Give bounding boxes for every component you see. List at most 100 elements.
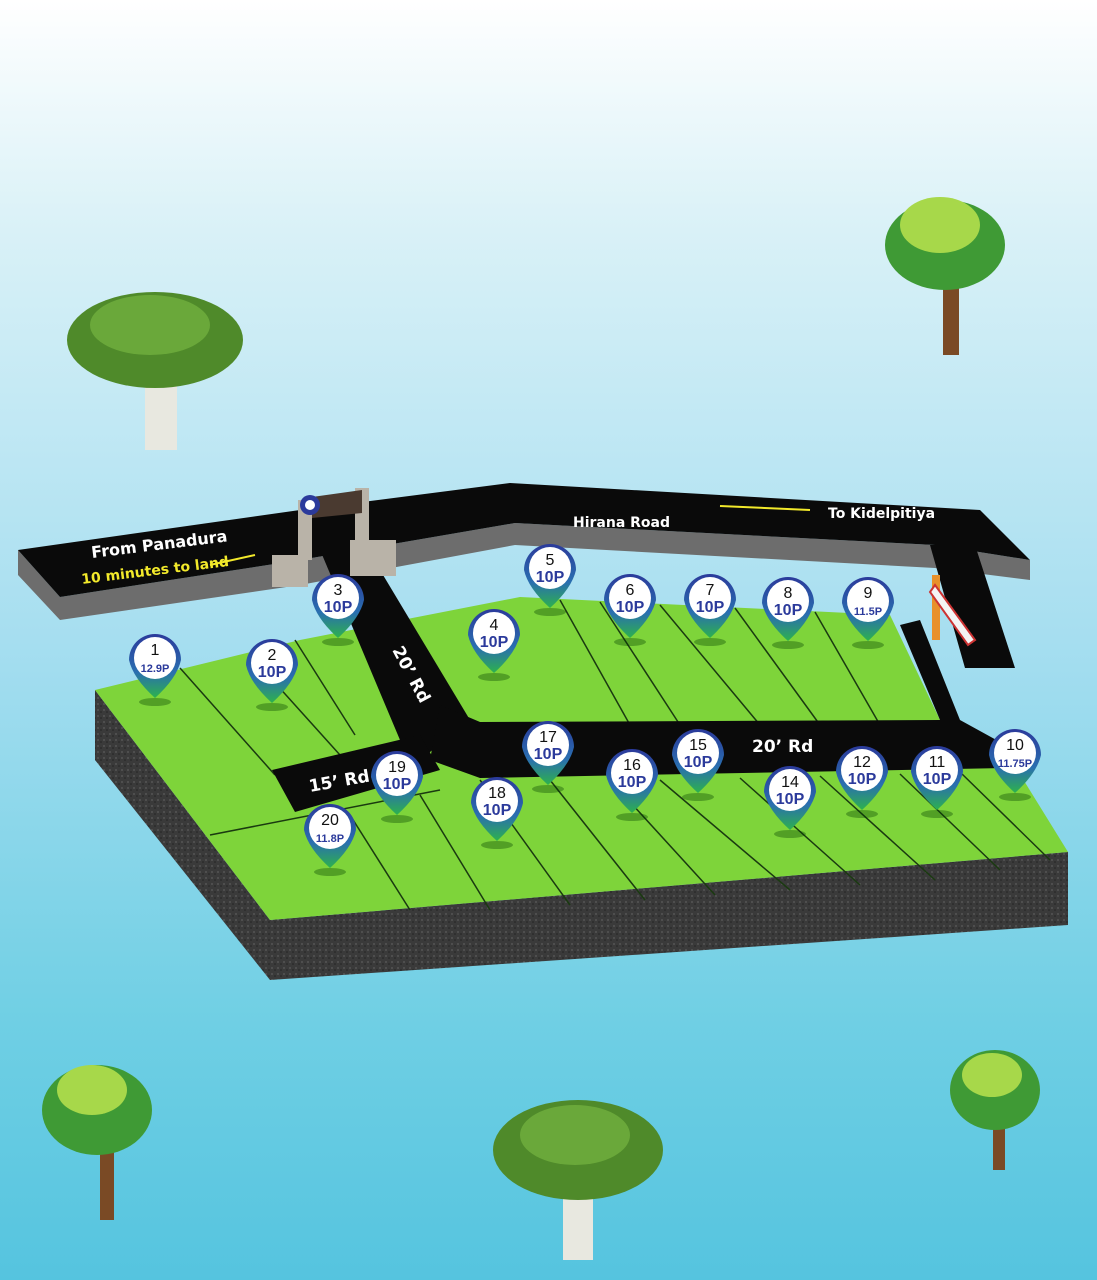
plot-size: 10P <box>480 634 509 651</box>
hirana-road-label: Hirana Road <box>573 515 670 531</box>
plot-size: 10P <box>696 599 725 616</box>
plot-size: 10P <box>536 569 565 586</box>
plot-number: 16 <box>623 757 641 774</box>
pin-shadow <box>322 638 354 646</box>
plot-pin-20[interactable]: 20 11.8P <box>304 804 356 876</box>
plot-size: 10P <box>383 776 412 793</box>
plot-number: 19 <box>388 759 406 776</box>
plot-size: 10P <box>618 774 647 791</box>
plot-number: 18 <box>488 785 506 802</box>
plot-size: 10P <box>483 802 512 819</box>
pin-shadow <box>478 673 510 681</box>
pin-face <box>677 732 719 774</box>
plot-number: 10 <box>1006 737 1024 754</box>
arrow-icon <box>209 554 256 566</box>
plot-size: 10P <box>324 599 353 616</box>
pin-shadow <box>139 698 171 706</box>
plot-size: 11.8P <box>316 833 344 845</box>
arrow-icon <box>719 505 811 511</box>
pin-face <box>529 547 571 589</box>
plot-number: 12 <box>853 754 871 771</box>
plot-size: 10P <box>616 599 645 616</box>
pin-face <box>376 754 418 796</box>
pin-shadow <box>256 703 288 711</box>
plot-size: 10P <box>776 791 805 808</box>
hirana-road <box>18 483 1030 597</box>
pin-face <box>611 752 653 794</box>
pin-shadow <box>314 868 346 876</box>
main-road-side <box>18 523 1030 620</box>
plot-size: 10P <box>774 602 803 619</box>
pin-face <box>527 724 569 766</box>
boom-barrier <box>928 575 977 647</box>
pin-shadow <box>999 793 1031 801</box>
pin-face <box>767 580 809 622</box>
pin-face <box>689 577 731 619</box>
plot-number: 20 <box>321 812 339 829</box>
land-side-left <box>95 690 270 980</box>
plot-number: 2 <box>268 647 277 664</box>
pin-shadow <box>532 785 564 793</box>
plot-size: 10P <box>848 771 877 788</box>
plot-pin-10[interactable]: 10 11.75P <box>989 729 1041 801</box>
pin-shadow <box>616 813 648 821</box>
tree-icon <box>42 1065 152 1220</box>
pin-shadow <box>772 641 804 649</box>
plot-number: 14 <box>781 774 799 791</box>
plot-number: 8 <box>784 585 793 602</box>
pin-face <box>994 732 1036 774</box>
pin-shadow <box>481 841 513 849</box>
plot-number: 7 <box>706 582 715 599</box>
plot-number: 1 <box>151 642 160 659</box>
plot-pin-1[interactable]: 1 12.9P <box>129 634 181 706</box>
pin-face <box>309 807 351 849</box>
plot-size: 10P <box>923 771 952 788</box>
plot-size: 10P <box>258 664 287 681</box>
pin-face <box>251 642 293 684</box>
pin-shadow <box>852 641 884 649</box>
pin-shadow <box>921 810 953 818</box>
inner-road-20ft-horizontal <box>430 620 1005 778</box>
pin-face <box>916 749 958 791</box>
pin-face <box>317 577 359 619</box>
plot-size: 10P <box>684 754 713 771</box>
plot-number: 5 <box>546 552 555 569</box>
tree-icon <box>950 1050 1040 1170</box>
pin-face <box>476 780 518 822</box>
plot-size: 10P <box>534 746 563 763</box>
plot-pin-9[interactable]: 911.5P <box>842 577 894 649</box>
pin-shadow <box>694 638 726 646</box>
pin-shadow <box>614 638 646 646</box>
plot-size: 11.75P <box>998 758 1032 770</box>
pin-shadow <box>774 830 806 838</box>
tree-icon <box>67 292 243 450</box>
pin-face <box>841 749 883 791</box>
plot-size: 12.9P <box>141 663 170 675</box>
plot-number: 9 <box>864 585 873 602</box>
inner-road-horizontal-label: 20’ Rd <box>752 737 813 757</box>
pin-shadow <box>381 815 413 823</box>
pin-shadow <box>534 608 566 616</box>
plot-number: 15 <box>689 737 707 754</box>
land-side-front <box>270 852 1068 980</box>
pin-face <box>769 769 811 811</box>
pin-face <box>847 580 889 622</box>
plot-number: 17 <box>539 729 557 746</box>
plot-number: 6 <box>626 582 635 599</box>
tree-icon <box>493 1100 663 1260</box>
